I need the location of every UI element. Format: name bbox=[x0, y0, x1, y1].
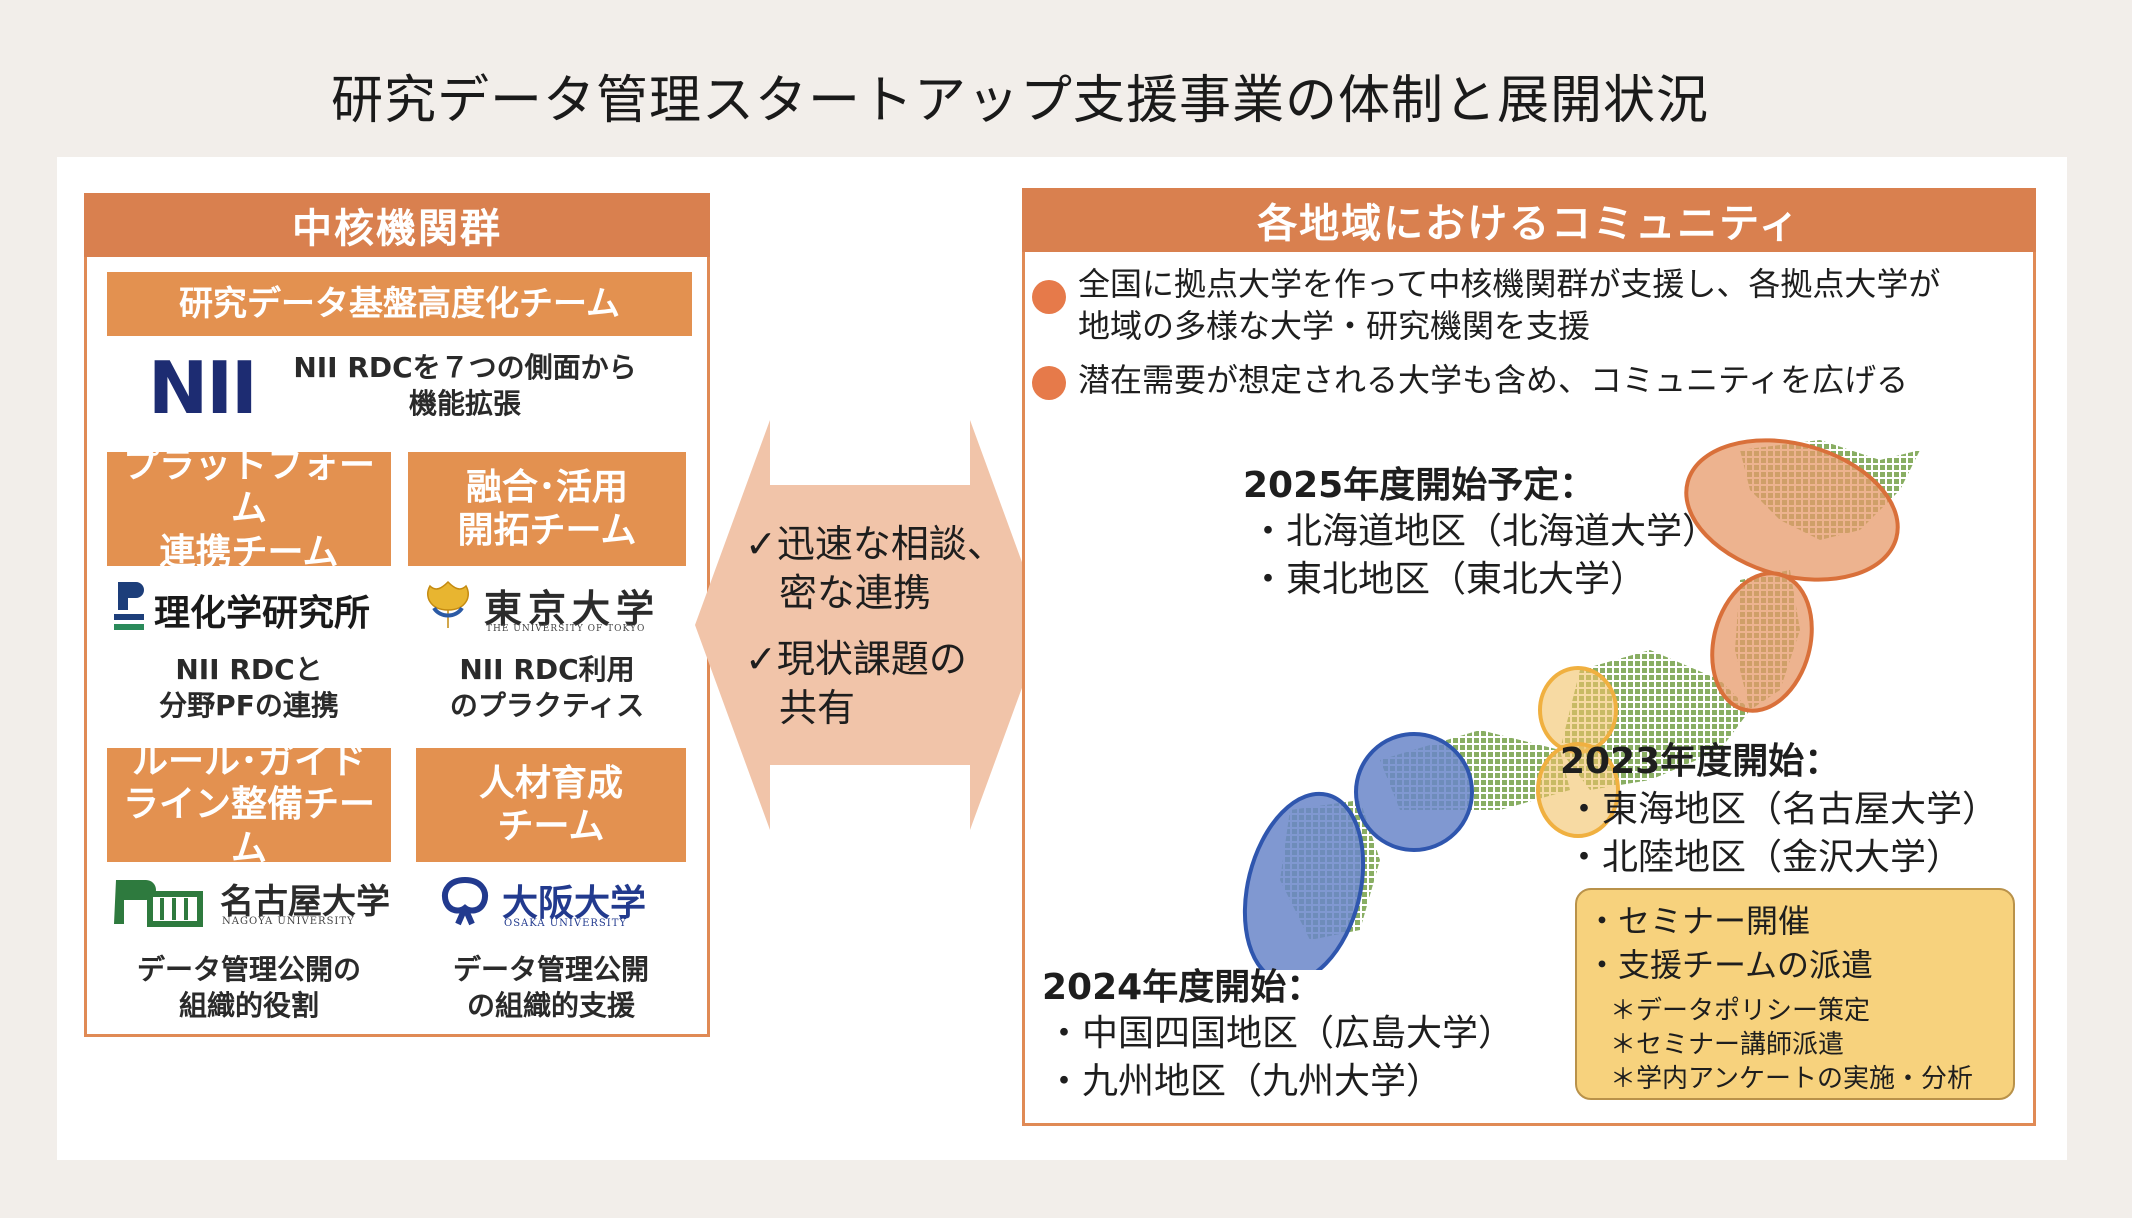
community-bullet-1-line2: 地域の多様な大学・研究機関を支援 bbox=[1078, 306, 1591, 345]
community-heading: 各地域におけるコミュニティ bbox=[1022, 188, 2036, 252]
platform-team-label-line1: プラットフォーム bbox=[122, 445, 375, 530]
utilization-team-label-line1: 融合･活用 bbox=[465, 466, 628, 508]
utilization-team-bar: 融合･活用 開拓チーム bbox=[408, 452, 686, 566]
advanced-team-label: 研究データ基盤高度化チーム bbox=[179, 283, 620, 324]
support-sub-3: ＊学内アンケートの実施・分析 bbox=[1610, 1064, 1973, 1094]
training-team-bar: 人材育成 チーム bbox=[416, 748, 686, 862]
region-2023-item-1: ・東海地区（名古屋大学） bbox=[1566, 789, 1999, 830]
support-activities-box bbox=[1575, 888, 2015, 1100]
region-2023-heading: 2023年度開始： bbox=[1560, 741, 1841, 782]
training-team-desc-line1: データ管理公開 bbox=[452, 953, 649, 986]
arrow-text: ✓迅速な相談、 密な連携 ✓現状課題の 共有 bbox=[745, 520, 1015, 733]
osaka-logo: 大阪大学 OSAKA UNIVERSITY bbox=[436, 872, 686, 936]
community-bullet-1: 全国に拠点大学を作って中核機関群が支援し、各拠点大学が 地域の多様な大学・研究機… bbox=[1078, 264, 1940, 347]
platform-team-bar: プラットフォーム 連携チーム bbox=[107, 445, 391, 573]
region-2024-item-2: ・九州地区（九州大学） bbox=[1046, 1061, 1443, 1102]
osaka-emblem-icon bbox=[442, 876, 488, 926]
guideline-team-label-line2: ライン整備チーム bbox=[122, 784, 375, 869]
bullet-dot-1 bbox=[1032, 280, 1066, 314]
nagoya-logo: 名古屋大学 NAGOYA UNIVERSITY bbox=[110, 870, 390, 934]
riken-logo: 理化学研究所 bbox=[112, 578, 382, 638]
advanced-team-desc-line1: NII RDCを７つの側面から bbox=[293, 351, 637, 384]
support-sub-1: ＊データポリシー策定 bbox=[1610, 996, 1871, 1026]
training-team-label-line2: チーム bbox=[497, 806, 605, 847]
support-sub-2: ＊セミナー講師派遣 bbox=[1610, 1030, 1845, 1060]
platform-team-label-line2: 連携チーム bbox=[159, 531, 339, 573]
community-bullet-2-line1: 潜在需要が想定される大学も含め、コミュニティを広げる bbox=[1078, 361, 1909, 399]
utilization-team-desc: NII RDC利用 のプラクティス bbox=[408, 652, 686, 725]
riken-emblem-icon bbox=[114, 582, 144, 630]
nii-logo-text: NII bbox=[148, 346, 258, 430]
riken-name: 理化学研究所 bbox=[154, 593, 371, 634]
support-main-2: ・支援チームの派遣 bbox=[1586, 946, 1874, 984]
core-institutions-heading: 中核機関群 bbox=[84, 193, 710, 257]
community-bullet-1-line1: 全国に拠点大学を作って中核機関群が支援し、各拠点大学が bbox=[1078, 265, 1941, 303]
osaka-subtitle: OSAKA UNIVERSITY bbox=[504, 918, 627, 929]
japan-map bbox=[1242, 438, 1920, 970]
advanced-team-bar: 研究データ基盤高度化チーム bbox=[107, 272, 692, 336]
region-2024-item-1: ・中国四国地区（広島大学） bbox=[1046, 1013, 1515, 1054]
utokyo-subtitle: THE UNIVERSITY OF TOKYO bbox=[486, 624, 646, 634]
region-tokai-ellipse bbox=[1536, 742, 1620, 838]
region-tohoku-ellipse bbox=[1710, 571, 1814, 713]
utokyo-name: 東京大学 bbox=[484, 586, 661, 631]
guideline-team-desc-line1: データ管理公開の bbox=[136, 953, 361, 986]
bullet-dot-2 bbox=[1032, 366, 1066, 400]
region-kyushu-ellipse bbox=[1242, 791, 1366, 970]
region-2024-heading: 2024年度開始： bbox=[1042, 967, 1323, 1008]
arrow-text-line3: ✓現状課題の bbox=[745, 637, 967, 682]
utilization-team-desc-line1: NII RDC利用 bbox=[459, 653, 635, 686]
guideline-team-label-line1: ルール･ガイド bbox=[131, 741, 366, 783]
region-2025-heading: 2025年度開始予定： bbox=[1243, 465, 1596, 506]
arrow-text-line2: 密な連携 bbox=[779, 570, 932, 615]
nagoya-subtitle: NAGOYA UNIVERSITY bbox=[222, 916, 355, 927]
platform-team-desc-line1: NII RDCと bbox=[175, 653, 323, 686]
platform-team-desc-line2: 分野PFの連携 bbox=[159, 689, 339, 723]
region-chugoku-ellipse bbox=[1354, 732, 1474, 852]
guideline-team-bar: ルール･ガイド ライン整備チーム bbox=[107, 741, 391, 869]
utilization-team-label-line2: 開拓チーム bbox=[457, 510, 637, 551]
bidirectional-arrow bbox=[695, 420, 1045, 830]
region-2025-item-2: ・東北地区（東北大学） bbox=[1250, 559, 1647, 600]
community-bullet-2: 潜在需要が想定される大学も含め、コミュニティを広げる bbox=[1078, 360, 1908, 402]
nagoya-name: 名古屋大学 bbox=[220, 882, 390, 922]
ginkgo-leaf-icon bbox=[427, 580, 469, 628]
nagoya-emblem-icon bbox=[114, 880, 203, 927]
guideline-team-desc-line2: 組織的役割 bbox=[178, 989, 319, 1023]
nii-logo: NII bbox=[148, 346, 258, 430]
region-2023-item-2: ・北陸地区（金沢大学） bbox=[1566, 837, 1963, 878]
region-2025-item-1: ・北海道地区（北海道大学） bbox=[1250, 511, 1719, 552]
arrow-text-line1: ✓迅速な相談、 bbox=[745, 522, 1005, 566]
utilization-team-desc-line2: のプラクティス bbox=[449, 689, 645, 723]
osaka-name: 大阪大学 bbox=[502, 883, 647, 924]
training-team-label-line1: 人材育成 bbox=[478, 762, 623, 804]
utokyo-logo: 東京大学 THE UNIVERSITY OF TOKYO bbox=[420, 576, 670, 640]
page-title: 研究データ管理スタートアップ支援事業の体制と展開状況 bbox=[330, 71, 1709, 131]
platform-team-desc: NII RDCと 分野PFの連携 bbox=[107, 652, 391, 725]
arrow-text-line4: 共有 bbox=[779, 685, 856, 730]
advanced-team-desc: NII RDCを７つの側面から 機能拡張 bbox=[270, 350, 660, 423]
training-team-desc: データ管理公開 の組織的支援 bbox=[416, 952, 686, 1025]
training-team-desc-line2: の組織的支援 bbox=[466, 989, 635, 1023]
guideline-team-desc: データ管理公開の 組織的役割 bbox=[107, 952, 391, 1025]
advanced-team-desc-line2: 機能拡張 bbox=[408, 387, 521, 421]
support-main-1: ・セミナー開催 bbox=[1586, 902, 1811, 940]
